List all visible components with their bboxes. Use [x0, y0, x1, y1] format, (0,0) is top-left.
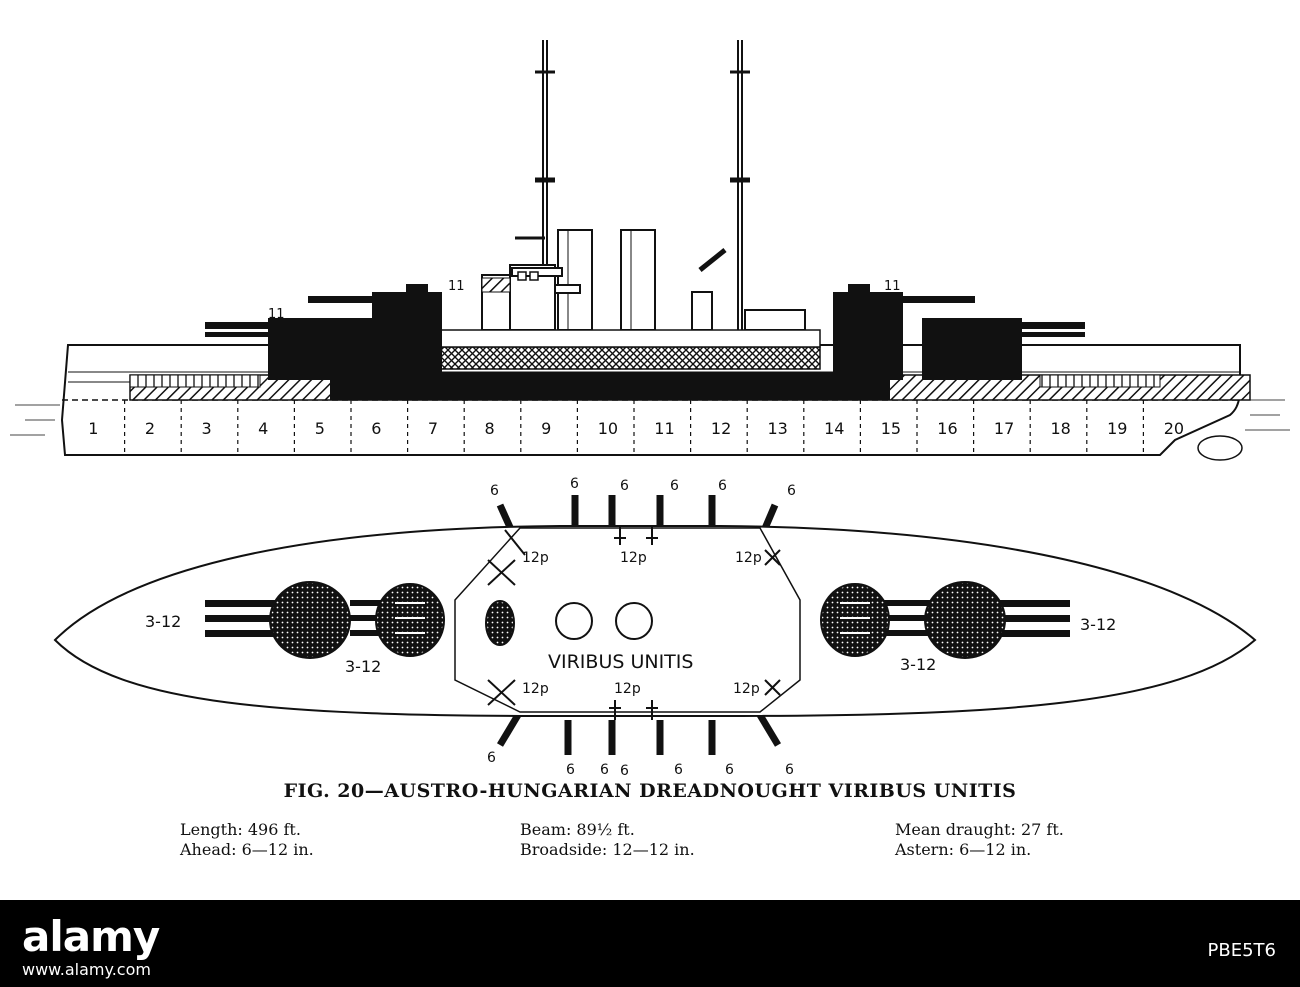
figure-caption: FIG. 20—AUSTRO-HUNGARIAN DREADNOUGHT VIR…: [283, 780, 1017, 802]
pounder-label-5: 12p: [614, 681, 641, 697]
funnel-plan-forward: [555, 602, 593, 640]
compartment-number: 7: [428, 419, 438, 438]
funnel-aft: [620, 229, 656, 331]
spec-astern: Astern: 6—12 in.: [895, 840, 1032, 859]
ship-drawing: 11 11 11 1234567891011121314151617181920…: [10, 40, 1290, 779]
profile-turrets: [205, 284, 1085, 380]
main-turret-label-2: 3-12: [345, 657, 381, 676]
profile-view: 11 11 11 1234567891011121314151617181920…: [10, 40, 1290, 461]
compartment-number: 12: [711, 419, 731, 438]
secondary-label-bottom-6: 6: [785, 762, 794, 778]
compartment-number: 20: [1164, 419, 1184, 438]
main-turret-label-4: 3-12: [900, 655, 936, 674]
compartment-number: 18: [1051, 419, 1071, 438]
compartment-number: 1: [88, 419, 98, 438]
secondary-label-bottom-7: 6: [600, 762, 609, 778]
spec-beam: Beam: 89½ ft.: [520, 820, 635, 839]
compartment-number: 2: [145, 419, 155, 438]
pounder-label-1: 12p: [522, 550, 549, 566]
secondary-label-bottom-2: 6: [566, 762, 575, 778]
pounder-label-2: 12p: [620, 550, 647, 566]
main-turret-label-3: 3-12: [1080, 615, 1116, 634]
main-turret-label-1: 3-12: [145, 612, 181, 631]
compartment-number: 4: [258, 419, 268, 438]
pounder-label-6: 12p: [733, 681, 760, 697]
compartment-lines: [123, 400, 1145, 455]
spec-ahead: Ahead: 6—12 in.: [180, 840, 314, 859]
secondary-label-bottom-3: 6: [620, 763, 629, 779]
compartment-number: 5: [315, 419, 325, 438]
funnel-forward: [557, 229, 593, 331]
secondary-label-top-5: 6: [718, 478, 727, 494]
secondary-label-top-2: 6: [570, 476, 579, 492]
compartment-number: 13: [768, 419, 788, 438]
turret-mark-3: 11: [884, 279, 901, 294]
compartment-number: 9: [541, 419, 551, 438]
pounder-label-3: 12p: [735, 550, 762, 566]
aft-turrets: [820, 581, 1070, 659]
watermark-url: www.alamy.com: [22, 960, 151, 979]
spec-length: Length: 496 ft.: [180, 820, 301, 839]
turret-mark-2: 11: [448, 279, 465, 294]
pounder-label-4: 12p: [522, 681, 549, 697]
compartment-number: 6: [371, 419, 381, 438]
plan-view: VIRIBUS UNITIS 3-12 3-12 3-12 3-12 6 6 6…: [53, 476, 1257, 779]
forward-turrets: [205, 581, 445, 659]
funnel-plan-aft: [615, 602, 653, 640]
conning-tower: [485, 600, 515, 646]
citadel: [439, 346, 821, 370]
compartment-number: 16: [937, 419, 957, 438]
secondary-label-top-6: 6: [787, 483, 796, 499]
secondary-label-bottom-4: 6: [674, 762, 683, 778]
hull-plan: [53, 525, 1257, 717]
turret-mark-1: 11: [268, 307, 285, 322]
compartment-number: 19: [1107, 419, 1127, 438]
compartment-number: 15: [881, 419, 901, 438]
compartment-number: 8: [485, 419, 495, 438]
secondary-label-top-1: 6: [490, 483, 499, 499]
watermark-logo: alamy: [22, 912, 160, 961]
secondary-label-bottom-5: 6: [725, 762, 734, 778]
compartment-number: 17: [994, 419, 1014, 438]
secondary-guns-bottom: [496, 713, 782, 755]
watermark-image-id: PBE5T6: [1207, 940, 1276, 961]
secondary-label-bottom-1: 6: [487, 750, 496, 766]
spec-draught: Mean draught: 27 ft.: [895, 820, 1064, 839]
compartment-number: 3: [202, 419, 212, 438]
compartment-number: 11: [654, 419, 674, 438]
compartment-number: 10: [598, 419, 618, 438]
secondary-label-top-3: 6: [620, 478, 629, 494]
watermark-bar: alamy www.alamy.com PBE5T6: [0, 900, 1300, 987]
ship-name: VIRIBUS UNITIS: [548, 651, 693, 673]
twelve-pounder-guns: [487, 525, 781, 720]
spec-broadside: Broadside: 12—12 in.: [520, 840, 695, 859]
compartment-number: 14: [824, 419, 844, 438]
secondary-label-top-4: 6: [670, 478, 679, 494]
